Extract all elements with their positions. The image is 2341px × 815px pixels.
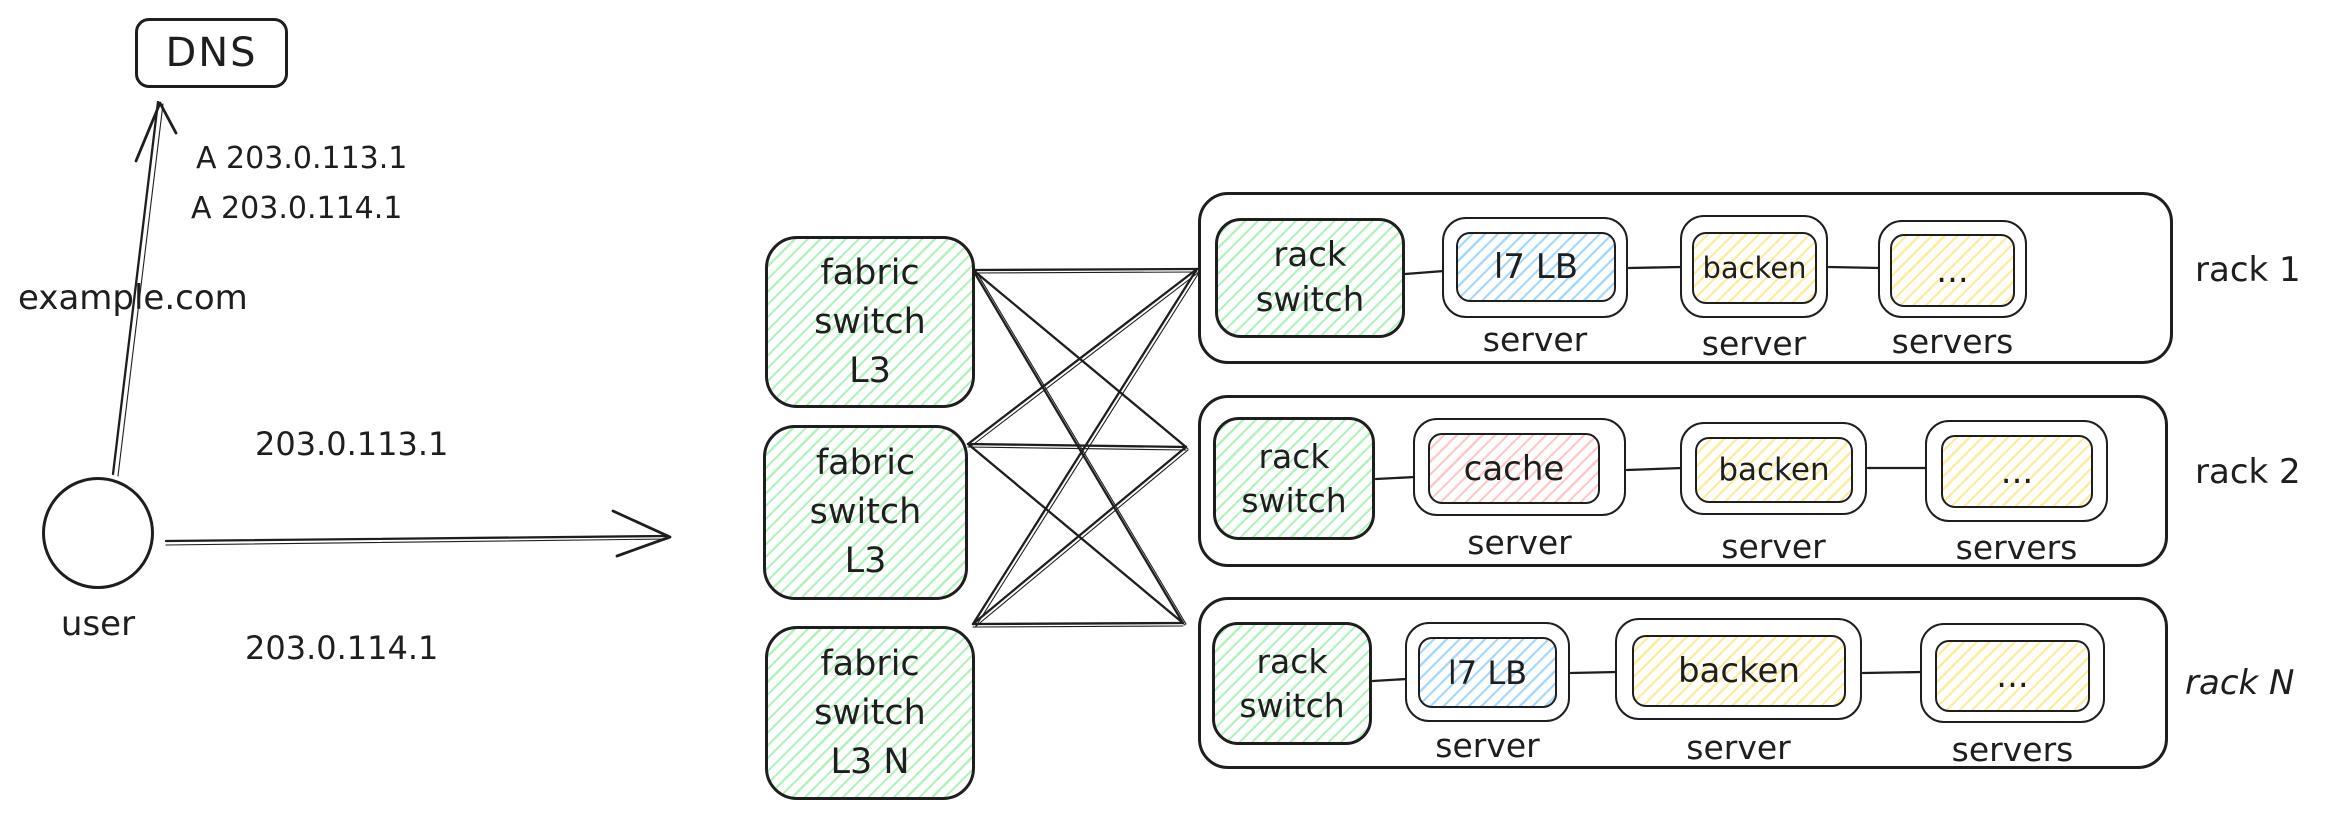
server-box: l7 LB	[1442, 217, 1628, 318]
fabric-switch-label-line: L3 N	[830, 741, 910, 782]
server-caption: server	[1435, 726, 1540, 765]
server-role-label: ...	[1996, 656, 2029, 696]
server-box-inner: l7 LB	[1418, 637, 1557, 708]
domain-label: example.com	[18, 278, 248, 318]
server-box: backen	[1680, 215, 1828, 318]
fabric-switch-label-line: fabric	[820, 252, 920, 293]
secondary-ip-label: 203.0.114.1	[245, 629, 439, 667]
rack-switch-label-line: rack	[1273, 235, 1347, 275]
server-box-inner: l7 LB	[1456, 232, 1616, 302]
server-caption: server	[1482, 320, 1588, 359]
server-role-label: cache	[1463, 448, 1565, 489]
rack-connectors	[1371, 265, 1929, 683]
server-box: l7 LB	[1405, 622, 1570, 722]
server-caption: server	[1721, 527, 1826, 566]
user-label: user	[60, 604, 136, 644]
server-role-label: l7 LB	[1447, 653, 1528, 692]
server-box: backen	[1615, 618, 1862, 720]
rack-label: rack 2	[2195, 452, 2301, 492]
server-box-inner: backen	[1695, 437, 1853, 503]
server-box-inner: ...	[1890, 234, 2015, 307]
server-role-label: backen	[1718, 452, 1830, 488]
server-box-inner: backen	[1692, 232, 1817, 304]
dns-box: DNS	[135, 18, 288, 88]
server-caption: server	[1686, 728, 1791, 767]
server-box-inner: backen	[1632, 635, 1846, 707]
fabric-switch-label-line: switch	[814, 301, 926, 342]
rack-n	[1198, 597, 2168, 769]
rack-switch-label-line: switch	[1241, 480, 1347, 520]
server-caption: servers	[1891, 322, 2014, 361]
rack-switch-label-line: switch	[1239, 685, 1345, 725]
rack-switch: rack switch	[1213, 417, 1375, 540]
rack-switch-label-line: rack	[1256, 641, 1328, 681]
fabric-switch-3: fabric switch L3 N	[765, 626, 975, 800]
server-caption: server	[1467, 523, 1572, 562]
server-role-label: ...	[1936, 250, 1969, 291]
fabric-switch-label-line: switch	[814, 692, 926, 733]
fabric-switch-label-line: switch	[809, 492, 922, 532]
server-box-inner: ...	[1935, 640, 2090, 712]
rack-label: rack 1	[2195, 250, 2301, 290]
fabric-switch-label-line: L3	[844, 541, 887, 581]
user-traffic-arrow	[164, 509, 672, 558]
fabric-switch-1: fabric switch L3	[765, 236, 975, 408]
rack-label: rack N	[2185, 663, 2295, 703]
dns-a-record: A 203.0.113.1	[196, 141, 408, 176]
server-role-label: backen	[1702, 251, 1807, 285]
server-caption: servers	[1951, 730, 2074, 769]
rack-switch: rack switch	[1215, 218, 1405, 338]
server-box: backen	[1680, 422, 1867, 515]
rack-switch-label-line: switch	[1255, 280, 1365, 320]
server-role-label: ...	[2000, 451, 2034, 492]
server-box: ...	[1920, 623, 2105, 723]
rack-switch: rack switch	[1212, 622, 1372, 745]
fabric-switch-label-line: fabric	[820, 643, 920, 684]
fabric-switch-label-line: fabric	[815, 443, 916, 483]
server-caption: servers	[1955, 528, 2078, 567]
dns-label: DNS	[165, 30, 258, 76]
server-box: cache	[1413, 418, 1626, 516]
server-box: ...	[1878, 220, 2027, 318]
rack-switch-label-line: rack	[1258, 436, 1330, 476]
fabric-switch-label-line: L3	[849, 350, 891, 391]
server-caption: server	[1701, 324, 1807, 363]
rack-2	[1198, 395, 2168, 567]
server-box-inner: cache	[1428, 433, 1600, 504]
server-box: ...	[1925, 420, 2108, 522]
rack-1	[1198, 192, 2173, 364]
fabric-rack-mesh	[966, 267, 1201, 628]
fabric-switch-2: fabric switch L3	[763, 425, 968, 600]
dns-query-arrow	[111, 100, 178, 477]
server-role-label: l7 LB	[1493, 247, 1579, 287]
primary-ip-label: 203.0.113.1	[255, 425, 449, 463]
dns-a-record: A 203.0.114.1	[191, 191, 403, 226]
server-role-label: backen	[1677, 651, 1801, 691]
user-node	[42, 477, 154, 589]
server-box-inner: ...	[1941, 435, 2093, 508]
